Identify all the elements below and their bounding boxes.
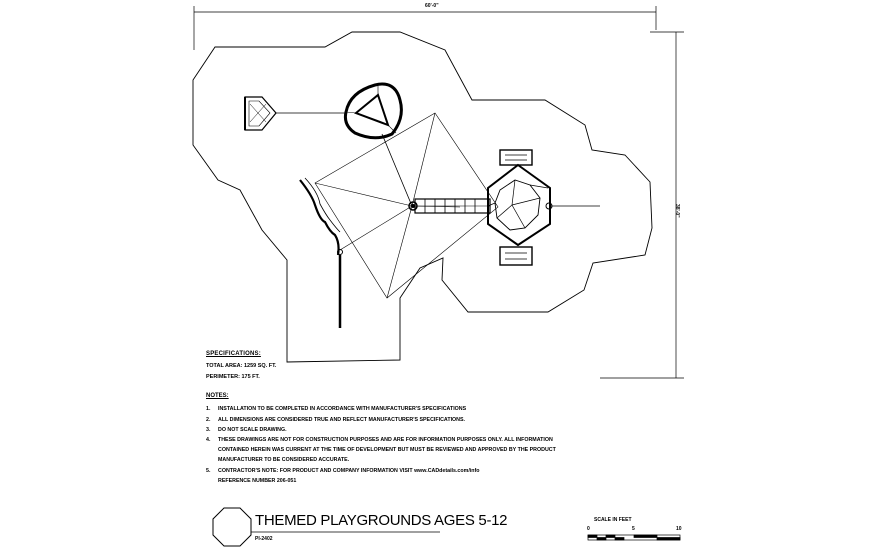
scale-label: SCALE IN FEET — [594, 517, 632, 523]
dimension-lines — [193, 6, 684, 379]
bridge — [408, 198, 491, 214]
scale-tick-label: 5 — [632, 526, 635, 532]
note-continuation: MANUFACTURER TO BE CONSIDERED ACCURATE. — [218, 457, 350, 463]
note-item: 4.THESE DRAWINGS ARE NOT FOR CONSTRUCTIO… — [206, 437, 553, 443]
drawing-code: PI-2402 — [255, 536, 273, 542]
triangle-net-structure — [343, 82, 413, 207]
total-area-text: TOTAL AREA: 1259 SQ. FT. — [206, 363, 277, 369]
height-dimension-label: 38'-0" — [674, 204, 680, 218]
dome-tower — [487, 149, 600, 266]
perimeter-text: PERIMETER: 175 FT. — [206, 374, 260, 380]
width-dimension-label: 60'-0" — [425, 3, 439, 9]
title-emblem — [212, 507, 252, 547]
wavy-slide — [299, 177, 343, 328]
note-item: 3.DO NOT SCALE DRAWING. — [206, 427, 287, 433]
scale-tick-label: 0 — [587, 526, 590, 532]
reference-number: REFERENCE NUMBER 206-051 — [218, 478, 297, 484]
note-continuation: CONTAINED HEREIN WAS CURRENT AT THE TIME… — [218, 447, 556, 453]
scale-tick-label: 10 — [676, 526, 682, 532]
shade-sail — [314, 112, 499, 299]
left-climber — [244, 96, 346, 131]
note-item: 2.ALL DIMENSIONS ARE CONSIDERED TRUE AND… — [206, 417, 465, 423]
notes-heading: NOTES: — [206, 393, 229, 399]
safety-zone-outline — [192, 31, 653, 363]
note-item: 1.INSTALLATION TO BE COMPLETED IN ACCORD… — [206, 406, 467, 412]
scale-bar — [587, 534, 681, 541]
specifications-heading: SPECIFICATIONS: — [206, 351, 261, 357]
drawing-title: THEMED PLAYGROUNDS AGES 5-12 — [255, 512, 508, 529]
note-item: 5.CONTRACTOR'S NOTE: FOR PRODUCT AND COM… — [206, 468, 480, 474]
